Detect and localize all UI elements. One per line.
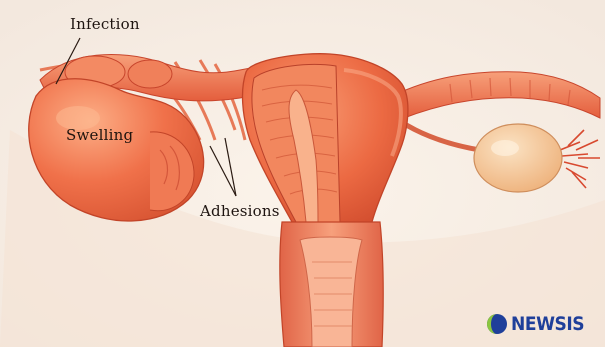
newsis-watermark: NEWSIS bbox=[486, 313, 592, 335]
right-ovary bbox=[474, 124, 562, 192]
adhesions-label: Adhesions bbox=[200, 202, 280, 220]
cervix-vagina bbox=[280, 222, 383, 347]
watermark-text: NEWSIS bbox=[511, 313, 584, 335]
infection-label: Infection bbox=[70, 15, 140, 33]
newsis-globe-icon bbox=[486, 313, 508, 335]
swelling-label: Swelling bbox=[66, 126, 133, 144]
